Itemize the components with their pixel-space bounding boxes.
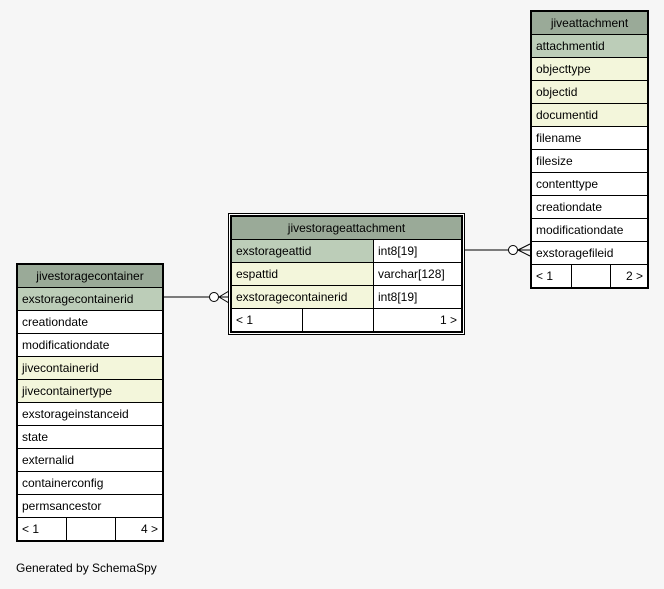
generated-by-label: Generated by SchemaSpy bbox=[16, 561, 157, 575]
column-row: objecttype bbox=[531, 57, 648, 81]
relation-container-zero-marker bbox=[209, 292, 219, 302]
parents-count[interactable]: < 1 bbox=[531, 264, 572, 288]
column-row: jivecontainertype bbox=[17, 379, 163, 403]
footer-spacer bbox=[571, 264, 611, 288]
column-row: creationdate bbox=[531, 195, 648, 219]
column-row: exstoragecontainerid bbox=[17, 287, 163, 311]
column-row: exstorageinstanceid bbox=[17, 402, 163, 426]
relation-attachment-crowfoot bbox=[517, 243, 531, 257]
parents-count[interactable]: < 1 bbox=[17, 517, 67, 541]
footer-spacer bbox=[302, 308, 374, 332]
parents-count[interactable]: < 1 bbox=[231, 308, 303, 332]
column-row: exstoragefileid bbox=[531, 241, 648, 265]
column-row: creationdate bbox=[17, 310, 163, 334]
column-row: filename bbox=[531, 126, 648, 150]
column-row: containerconfig bbox=[17, 471, 163, 495]
column-row: jivecontainerid bbox=[17, 356, 163, 380]
footer-spacer bbox=[66, 517, 116, 541]
table-jiveattachment[interactable]: jiveattachment attachmentid objecttype o… bbox=[530, 10, 649, 289]
column-name: espattid bbox=[231, 262, 374, 286]
relation-attachment-zero-marker bbox=[508, 245, 518, 255]
column-name: exstorageattid bbox=[231, 239, 374, 263]
column-row: attachmentid bbox=[531, 34, 648, 58]
column-row: filesize bbox=[531, 149, 648, 173]
children-count[interactable]: 4 > bbox=[115, 517, 163, 541]
table-jivestorageattachment[interactable]: jivestorageattachment exstorageattid int… bbox=[228, 213, 465, 335]
column-row: modificationdate bbox=[531, 218, 648, 242]
relation-container-crowfoot bbox=[218, 290, 230, 304]
table-jivestoragecontainer[interactable]: jivestoragecontainer exstoragecontaineri… bbox=[16, 263, 164, 542]
table-title: jivestoragecontainer bbox=[17, 264, 163, 288]
children-count[interactable]: 1 > bbox=[373, 308, 462, 332]
column-row: externalid bbox=[17, 448, 163, 472]
column-type: int8[19] bbox=[373, 239, 462, 263]
column-row: state bbox=[17, 425, 163, 449]
table-title: jivestorageattachment bbox=[231, 216, 462, 240]
column-type: varchar[128] bbox=[373, 262, 462, 286]
column-row: contenttype bbox=[531, 172, 648, 196]
column-row: modificationdate bbox=[17, 333, 163, 357]
children-count[interactable]: 2 > bbox=[610, 264, 648, 288]
column-row: documentid bbox=[531, 103, 648, 127]
column-type: int8[19] bbox=[373, 285, 462, 309]
column-name: exstoragecontainerid bbox=[231, 285, 374, 309]
table-title: jiveattachment bbox=[531, 11, 648, 35]
column-row: permsancestor bbox=[17, 494, 163, 518]
column-row: objectid bbox=[531, 80, 648, 104]
